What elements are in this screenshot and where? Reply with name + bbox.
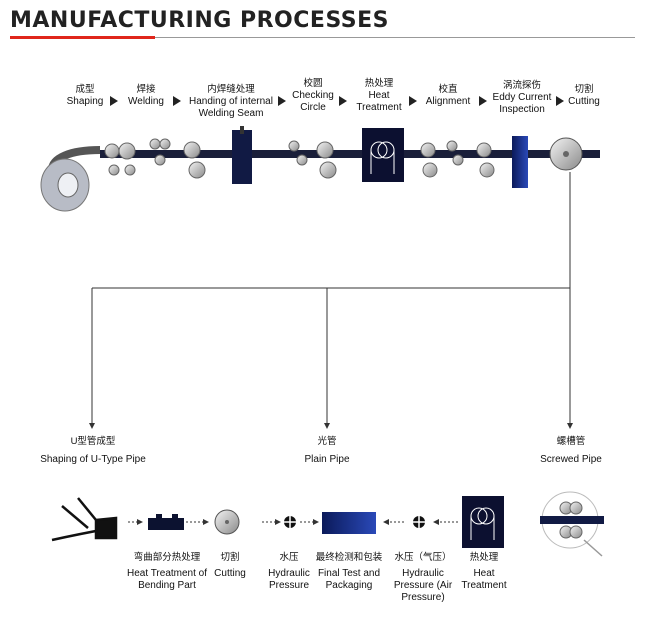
page-title: MANUFACTURING PROCESSES <box>10 8 390 33</box>
step-alignment: 校直 Alignment <box>418 84 478 108</box>
branch-plain-pipe: 光管 Plain Pipe <box>290 436 364 466</box>
branch-screwed-pipe: 螺槽管 Screwed Pipe <box>532 436 610 466</box>
checking-circle-rollers-icon <box>288 140 337 179</box>
step-hydraulic-pressure: 水压 Hydraulic Pressure <box>262 552 316 592</box>
top-step-arrows <box>110 96 564 106</box>
branch-zh-label: 光管 <box>317 436 337 447</box>
step-en-label: Checking Circle <box>292 90 334 113</box>
step-en-label: Cutting <box>214 568 246 579</box>
step-zh-label: 最终检测和包装 <box>315 552 383 563</box>
step-zh-label: 热处理 <box>364 78 394 89</box>
step-zh-label: 涡流探伤 <box>502 80 541 91</box>
branch-zh-label: 螺槽管 <box>556 436 586 447</box>
step-zh-label: 切割 <box>220 552 240 563</box>
step-en-label: Hydraulic Pressure (Air Pressure) <box>393 568 453 603</box>
step-bending-heat-treatment: 弯曲部分热处理 Heat Treatment of Bending Part <box>126 552 208 592</box>
step-welding: 焊接 Welding <box>120 84 172 108</box>
title-underline <box>155 37 635 38</box>
step-zh-label: 切割 <box>574 84 594 95</box>
step-zh-label: 弯曲部分热处理 <box>133 552 201 563</box>
step-zh-label: 校直 <box>438 84 458 95</box>
air-pressure-test-icon <box>413 516 425 528</box>
step-zh-label: 校圆 <box>303 78 323 89</box>
eddy-current-inspection-icon <box>512 136 528 188</box>
step-zh-label: 内焊缝处理 <box>207 84 255 95</box>
step-bottom-heat-treatment: 热处理 Heat Treatment <box>456 552 512 592</box>
step-en-label: Hydraulic Pressure <box>268 568 310 591</box>
bottom-cutting-saw-icon <box>214 509 240 535</box>
step-en-label: Heat Treatment <box>461 568 507 591</box>
step-zh-label: 水压（气压） <box>394 552 452 563</box>
branch-en-label: Screwed Pipe <box>540 454 602 465</box>
step-checking-circle: 校圆 Checking Circle <box>287 78 339 114</box>
step-zh-label: 水压 <box>279 552 299 563</box>
bending-machine-icon <box>51 497 118 542</box>
step-zh-label: 焊接 <box>136 84 156 95</box>
step-final-test-packaging: 最终检测和包装 Final Test and Packaging <box>310 552 388 592</box>
step-en-label: Alignment <box>425 96 471 107</box>
title-underline-accent <box>10 36 155 39</box>
step-eddy-current-inspection: 涡流探伤 Eddy Current Inspection <box>488 80 556 116</box>
step-en-label: Cutting <box>568 96 600 107</box>
shaping-rollers-icon <box>104 142 136 176</box>
step-cutting: 切割 Cutting <box>560 84 608 108</box>
step-zh-label: 热处理 <box>469 552 499 563</box>
step-air-pressure: 水压（气压） Hydraulic Pressure (Air Pressure) <box>390 552 456 604</box>
branch-zh-label: U型管成型 <box>70 436 116 447</box>
internal-seam-station-icon <box>232 126 252 184</box>
step-en-label: Eddy Current Inspection <box>492 92 552 115</box>
step-en-label: Handing of internal Welding Seam <box>189 96 273 119</box>
steel-coil-icon <box>40 158 90 212</box>
step-en-label: Welding <box>128 96 164 107</box>
step-en-label: Shaping <box>66 96 104 107</box>
step-internal-welding-seam: 内焊缝处理 Handing of internal Welding Seam <box>184 84 278 120</box>
screw-rolling-icon <box>540 491 604 557</box>
step-shaping: 成型 Shaping <box>60 84 110 108</box>
branch-en-label: Plain Pipe <box>304 454 350 465</box>
step-en-label: Heat Treatment <box>356 90 402 113</box>
branch-u-type-pipe: U型管成型 Shaping of U-Type Pipe <box>30 436 156 466</box>
heat-treatment-furnace-icon <box>362 128 404 182</box>
step-heat-treatment: 热处理 Heat Treatment <box>350 78 408 114</box>
step-en-label: Final Test and Packaging <box>317 568 381 591</box>
welding-rollers-icon <box>149 138 206 179</box>
step-zh-label: 成型 <box>75 84 95 95</box>
step-en-label: Heat Treatment of Bending Part <box>126 568 208 591</box>
bending-heat-treatment-icon <box>148 514 184 530</box>
cutting-saw-icon <box>549 137 583 171</box>
branch-connectors <box>89 172 573 429</box>
alignment-rollers-icon <box>420 140 495 178</box>
step-bottom-cutting: 切割 Cutting <box>208 552 252 580</box>
branch-en-label: Shaping of U-Type Pipe <box>40 454 146 465</box>
final-test-packaging-icon <box>322 512 376 534</box>
bottom-heat-treatment-furnace-icon <box>462 496 504 548</box>
hydraulic-test-icon <box>284 516 296 528</box>
